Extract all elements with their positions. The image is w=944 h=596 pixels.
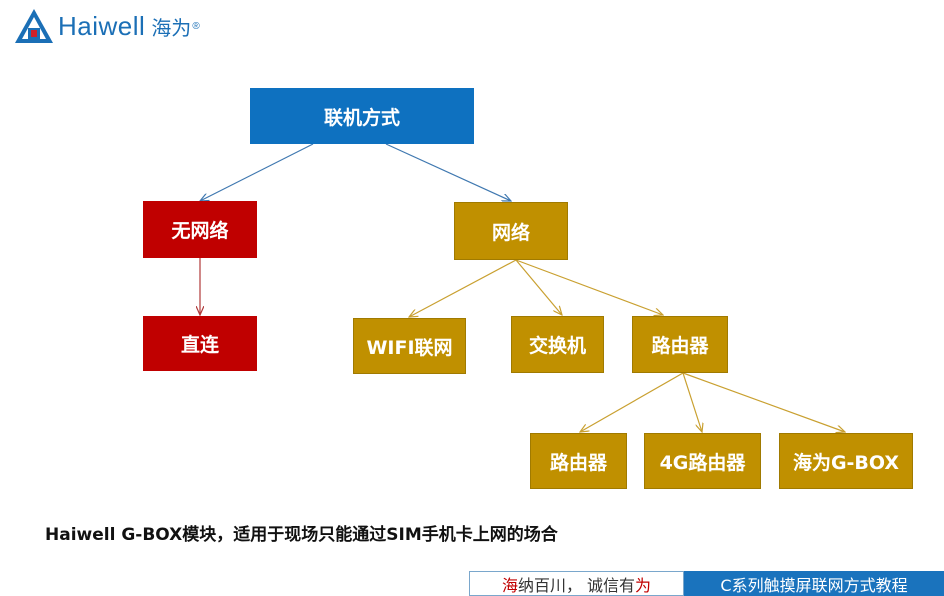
- node-root: 联机方式: [250, 88, 474, 144]
- node-switch: 交换机: [511, 316, 604, 373]
- edge-network-to-switch: [515, 259, 562, 315]
- node-gbox: 海为G-BOX: [779, 433, 913, 489]
- footer-slogan: 海纳百川， 诚信有为: [469, 571, 684, 596]
- edge-router-to-gbox: [682, 372, 845, 432]
- edge-router-to-router-sub: [580, 372, 684, 432]
- haiwell-logo: Haiwell 海为 ®: [14, 8, 200, 44]
- brand-name-cn: 海为: [151, 15, 192, 40]
- node-wifi: WIFI联网: [353, 318, 466, 374]
- slogan-highlight: 海: [501, 575, 518, 595]
- footer-title: C系列触摸屏联网方式教程: [684, 571, 944, 596]
- registered-mark: ®: [192, 20, 200, 32]
- haiwell-logo-icon: [15, 9, 53, 43]
- brand-name: Haiwell: [58, 10, 146, 41]
- slogan-highlight-2: 为: [635, 575, 652, 595]
- edge-network-to-wifi: [409, 259, 517, 317]
- edge-root-to-no-network: [200, 143, 314, 201]
- node-router-4g: 4G路由器: [644, 433, 761, 489]
- diagram-caption: Haiwell G-BOX模块，适用于现场只能通过SIM手机卡上网的场合: [45, 525, 558, 545]
- node-network: 网络: [454, 202, 568, 260]
- edge-network-to-router: [515, 259, 663, 315]
- node-router: 路由器: [632, 316, 728, 373]
- slogan-text: 纳百川， 诚信有: [517, 575, 636, 595]
- node-router-sub: 路由器: [530, 433, 627, 489]
- node-no-network: 无网络: [143, 201, 257, 258]
- node-direct: 直连: [143, 316, 257, 371]
- edge-router-to-router-4g: [682, 372, 702, 432]
- edge-root-to-network: [385, 143, 511, 201]
